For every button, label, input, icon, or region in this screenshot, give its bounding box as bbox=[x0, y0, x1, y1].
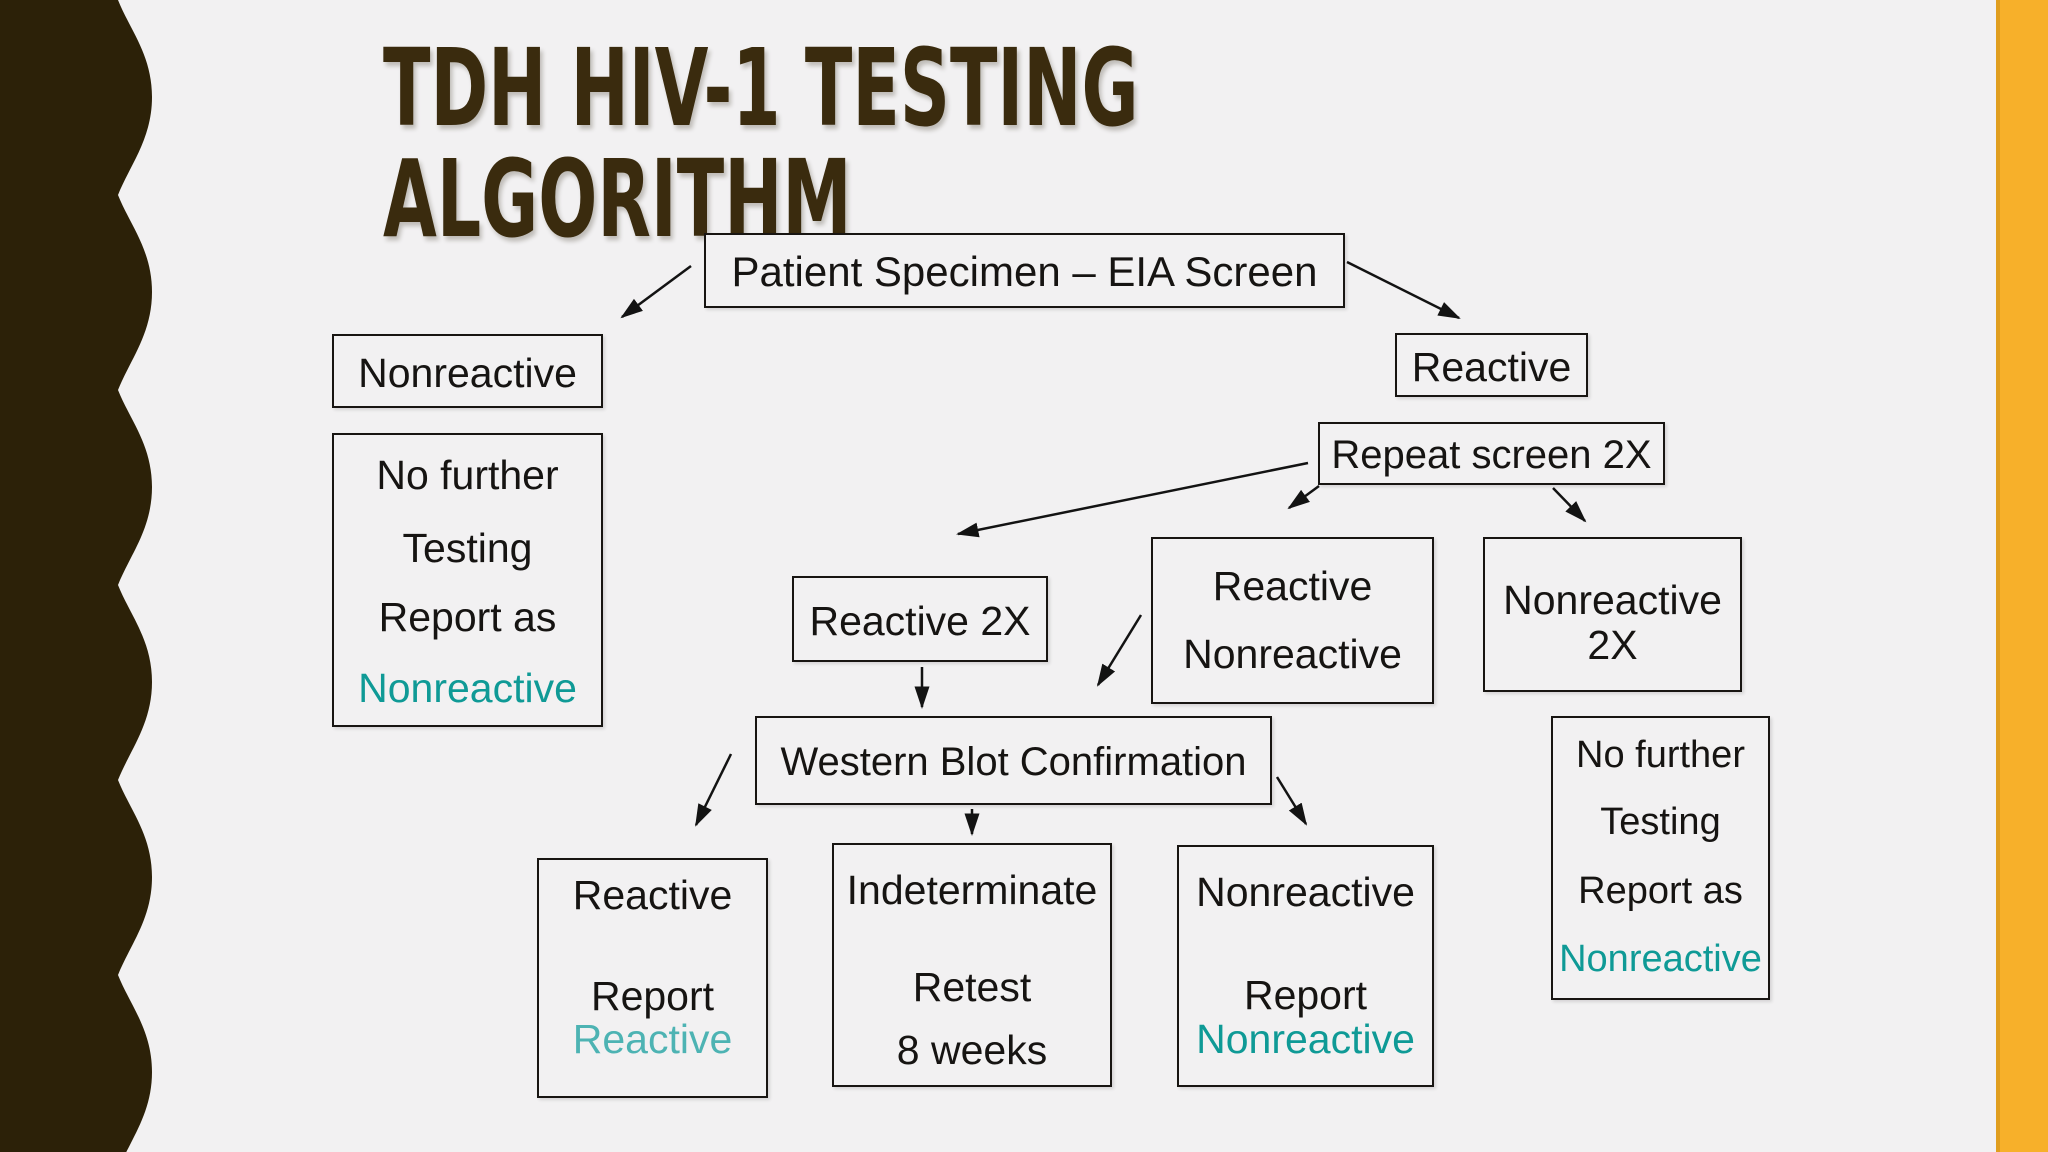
arrow-patient-to-nonreactive bbox=[620, 264, 692, 319]
node-line-result: Nonreactive bbox=[358, 665, 577, 711]
node-line: Reactive bbox=[572, 872, 733, 918]
slide-title-line1: TDH HIV-1 TESTING bbox=[383, 27, 1139, 151]
node-label: Reactive bbox=[1411, 344, 1572, 390]
left-wave-band bbox=[0, 0, 152, 1152]
wave-shape bbox=[0, 0, 152, 1152]
node-line: 2X bbox=[1587, 622, 1638, 668]
slide-title: TDH HIV-1 TESTING ALGORITHM bbox=[383, 27, 1139, 257]
node-label: Western Blot Confirmation bbox=[780, 740, 1247, 784]
node-line-result: Nonreactive bbox=[1196, 1016, 1415, 1062]
node-line: Nonreactive bbox=[1196, 869, 1415, 915]
node-reactive-nonreactive: Reactive Nonreactive bbox=[1151, 537, 1434, 704]
node-nonreactive-2x: Nonreactive 2X bbox=[1483, 537, 1742, 692]
arrow-reactive-nonreactive-to-western-blot bbox=[1096, 614, 1143, 687]
node-no-further-testing-right: No further Testing Report as Nonreactive bbox=[1551, 716, 1770, 1000]
node-line-result: Reactive bbox=[572, 1016, 733, 1062]
node-reactive-report: Reactive Report Reactive bbox=[537, 858, 768, 1098]
arrow-patient-to-reactive bbox=[1346, 260, 1461, 320]
node-label: Patient Specimen – EIA Screen bbox=[731, 248, 1318, 295]
node-nonreactive: Nonreactive bbox=[332, 334, 603, 408]
node-line: No further bbox=[376, 452, 559, 498]
node-line: Indeterminate bbox=[846, 867, 1098, 913]
node-line: Nonreactive bbox=[1503, 577, 1722, 623]
node-reactive-2x: Reactive 2X bbox=[792, 576, 1048, 662]
arrow-western-blot-to-nonreactive-report bbox=[1275, 776, 1308, 826]
arrow-repeat-to-reactive2x bbox=[956, 461, 1309, 538]
arrow-western-blot-to-reactive-report bbox=[694, 753, 733, 827]
node-no-further-testing-left: No further Testing Report as Nonreactive bbox=[332, 433, 603, 727]
node-repeat-screen-2x: Repeat screen 2X bbox=[1318, 422, 1665, 485]
right-accent-band bbox=[1996, 0, 2048, 1152]
node-line-result: Nonreactive bbox=[1559, 938, 1762, 980]
node-line: Nonreactive bbox=[1183, 631, 1402, 677]
node-line: Report bbox=[590, 973, 715, 1019]
node-label: Nonreactive bbox=[358, 350, 577, 396]
node-label: Reactive 2X bbox=[809, 598, 1031, 644]
node-indeterminate-retest: Indeterminate Retest 8 weeks bbox=[832, 843, 1112, 1087]
node-label: Repeat screen 2X bbox=[1331, 433, 1652, 477]
node-line: Retest bbox=[912, 964, 1032, 1010]
node-line: Reactive bbox=[1212, 563, 1373, 609]
node-line: 8 weeks bbox=[896, 1027, 1048, 1073]
node-nonreactive-report: Nonreactive Report Nonreactive bbox=[1177, 845, 1434, 1087]
node-line: Testing bbox=[1600, 801, 1721, 843]
node-line: Testing bbox=[402, 525, 533, 571]
node-line: Report as bbox=[1578, 870, 1743, 912]
node-patient-specimen: Patient Specimen – EIA Screen bbox=[704, 233, 1345, 308]
node-reactive: Reactive bbox=[1395, 333, 1588, 397]
node-line: Report bbox=[1243, 972, 1368, 1018]
node-line: Report as bbox=[378, 594, 557, 640]
arrow-repeat-to-nonreactive2x bbox=[1552, 487, 1587, 523]
arrow-repeat-to-reactive-nonreactive bbox=[1287, 484, 1320, 510]
node-line: No further bbox=[1576, 734, 1745, 776]
node-western-blot-confirmation: Western Blot Confirmation bbox=[755, 716, 1272, 805]
